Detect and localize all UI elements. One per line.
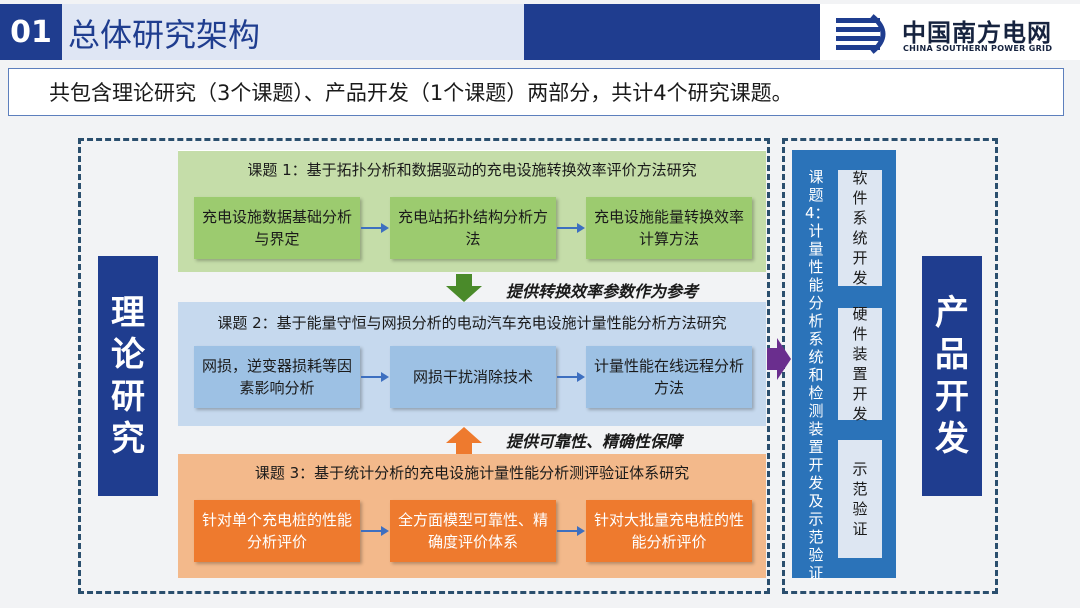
csg-logo-icon — [836, 14, 886, 54]
topic-3-item-1: 针对单个充电桩的性能分析评价 — [194, 500, 360, 562]
arrow-up-icon — [446, 427, 482, 454]
arrow-right-icon — [557, 372, 585, 382]
topic-4-item-2: 硬件装置开发 — [838, 305, 882, 423]
topic-2-item-3: 计量性能在线远程分析方法 — [586, 346, 752, 408]
section-number: 01 — [0, 4, 62, 60]
summary-banner: 共包含理论研究（3个课题）、产品开发（1个课题）两部分，共计4个研究课题。 — [8, 68, 1064, 116]
link-note-up: 提供可靠性、精确性保障 — [506, 432, 683, 451]
topic-3-title: 课题 3：基于统计分析的充电设施计量性能分析测评验证体系研究 — [254, 464, 690, 482]
topic-1-item-1: 充电设施数据基础分析与界定 — [194, 197, 360, 259]
topic-4-item-3-text: 示范验证 — [852, 460, 868, 538]
arrow-right-icon — [361, 372, 389, 382]
arrow-right-icon — [361, 526, 389, 536]
topic-3-item-3: 针对大批量充电桩的性能分析评价 — [586, 500, 752, 562]
topic-4-item-1-text: 软件系统开发 — [852, 169, 868, 287]
header-accent-bar — [524, 4, 820, 60]
product-development-label-text: 产品开发 — [935, 293, 969, 459]
topic-2-item-1: 网损，逆变器损耗等因素影响分析 — [194, 346, 360, 408]
topic-1-item-3: 充电设施能量转换效率计算方法 — [586, 197, 752, 259]
page-title: 总体研究架构 — [68, 16, 261, 54]
logo-english-text: CHINA SOUTHERN POWER GRID — [903, 44, 1053, 53]
arrow-right-icon — [557, 223, 585, 233]
arrow-right-icon — [557, 526, 585, 536]
topic-4-item-1: 软件系统开发 — [838, 169, 882, 287]
topic-4-item-3: 示范验证 — [838, 440, 882, 558]
topic-1-panel: 课题 1：基于拓扑分析和数据驱动的充电设施转换效率评价方法研究 充电设施数据基础… — [178, 150, 766, 272]
theory-research-label-text: 理论研究 — [111, 293, 145, 459]
topic-3-item-2: 全方面模型可靠性、精确度评价体系 — [390, 500, 556, 562]
logo-chinese-text: 中国南方电网 — [902, 19, 1052, 47]
topic-1-title: 课题 1：基于拓扑分析和数据驱动的充电设施转换效率评价方法研究 — [247, 161, 697, 179]
theory-research-label: 理论研究 — [98, 256, 158, 496]
topic-4-title: 课题 4：计量性能分析系统和检测装置开发及示范验证 — [805, 168, 830, 582]
arrow-right-icon — [361, 223, 389, 233]
topic-1-item-2: 充电站拓扑结构分析方法 — [390, 197, 556, 259]
topic-2-title: 课题 2：基于能量守恒与网损分析的电动汽车充电设施计量性能分析方法研究 — [217, 314, 727, 332]
arrow-right-icon — [767, 338, 791, 380]
title-background — [62, 4, 524, 60]
link-note-down: 提供转换效率参数作为参考 — [506, 282, 699, 301]
topic-3-panel: 课题 3：基于统计分析的充电设施计量性能分析测评验证体系研究 针对单个充电桩的性… — [178, 454, 766, 578]
topic-2-item-2: 网损干扰消除技术 — [390, 346, 556, 408]
arrow-down-icon — [446, 274, 482, 302]
topic-2-panel: 课题 2：基于能量守恒与网损分析的电动汽车充电设施计量性能分析方法研究 网损，逆… — [178, 302, 766, 426]
topic-4-item-2-text: 硬件装置开发 — [852, 305, 868, 423]
product-development-label: 产品开发 — [922, 256, 982, 496]
